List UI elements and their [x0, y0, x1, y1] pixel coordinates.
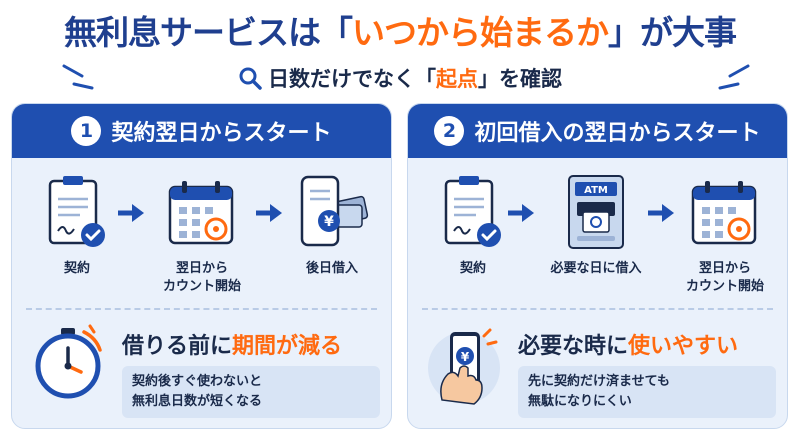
decor-left-lines — [62, 64, 94, 90]
title-open-bracket: 「 — [320, 13, 353, 52]
right-note: 先に契約だけ済ませても無駄になりにくい — [518, 366, 776, 418]
stopwatch-icon — [28, 322, 108, 406]
right-step1-line1: 契約 — [459, 261, 486, 276]
left-panel-number: 1 — [71, 116, 102, 146]
left-note-line2: 無利息日数が短くなる — [132, 394, 263, 409]
right-step3-line2: カウント開始 — [685, 279, 764, 294]
magnifier-icon — [238, 66, 262, 95]
right-note-line2: 無駄になりにくい — [528, 394, 632, 409]
title-part1: 無利息サービスは — [64, 13, 321, 52]
right-benefit-highlight: 使いやすい — [628, 334, 739, 359]
right-step-contract: 契約 — [418, 170, 528, 278]
left-panel-heading: 契約翌日からスタート — [111, 121, 332, 146]
contract-document-icon — [418, 170, 528, 254]
calendar-icon — [670, 170, 780, 254]
left-benefit: 借りる前に期間が減る — [122, 328, 342, 360]
arrow-right-icon — [118, 204, 144, 222]
subtitle-open-bracket: 「 — [415, 67, 436, 91]
left-step2-line1: 翌日から — [175, 261, 228, 276]
left-panel: 1 契約翌日からスタート 契約 — [11, 103, 392, 429]
decor-right-lines — [718, 64, 750, 90]
right-panel-header: 2 初回借入の翌日からスタート — [408, 104, 787, 158]
subtitle-highlight: 起点 — [436, 67, 478, 91]
contract-document-icon — [22, 170, 132, 254]
atm-label: ATM — [584, 185, 608, 196]
right-step3-line1: 翌日から — [698, 261, 751, 276]
right-panel-number: 2 — [434, 116, 465, 146]
title-close-bracket: 」 — [608, 13, 641, 52]
arrow-right-icon — [256, 204, 282, 222]
left-note: 契約後すぐ使わないと無利息日数が短くなる — [122, 366, 380, 418]
left-divider — [26, 308, 377, 310]
left-panel-header: 1 契約翌日からスタート — [12, 104, 391, 158]
left-step-count-start: 翌日からカウント開始 — [147, 170, 257, 296]
left-step3-line1: 後日借入 — [305, 261, 358, 276]
subtitle-close-bracket: 」 — [478, 67, 499, 91]
right-step-borrow: ATM 必要な日に借入 — [536, 170, 656, 278]
left-steps: 契約 翌日からカウント開始 — [12, 170, 391, 300]
phone-money-icon: ¥ — [277, 170, 387, 254]
left-benefit-prefix: 借りる前に — [122, 334, 233, 359]
right-steps: 契約 ATM 必要な日に借入 — [408, 170, 787, 300]
main-title: 無利息サービスは「いつから始まるか」が大事 — [0, 6, 800, 54]
yen-symbol: ¥ — [324, 214, 334, 230]
right-panel-heading: 初回借入の翌日からスタート — [474, 121, 761, 146]
calendar-icon — [147, 170, 257, 254]
subtitle-part2: を確認 — [499, 67, 562, 91]
right-benefit-prefix: 必要な時に — [518, 334, 629, 359]
left-note-line1: 契約後すぐ使わないと — [132, 374, 263, 389]
right-step-count-start: 翌日からカウント開始 — [670, 170, 780, 296]
title-highlight: いつから始まるか — [352, 13, 609, 52]
hand-phone-icon: ¥ — [424, 322, 506, 414]
right-note-line1: 先に契約だけ済ませても — [528, 374, 670, 389]
right-benefit: 必要な時に使いやすい — [518, 328, 738, 360]
left-step-contract: 契約 — [22, 170, 132, 278]
arrow-right-icon — [648, 204, 674, 222]
title-part2: が大事 — [640, 13, 737, 52]
yen-symbol: ¥ — [461, 350, 470, 364]
subtitle-part1: 日数だけでなく — [268, 67, 415, 91]
arrow-right-icon — [508, 204, 534, 222]
atm-icon: ATM — [536, 170, 656, 254]
right-panel: 2 初回借入の翌日からスタート 契約 — [407, 103, 788, 429]
right-step2-line1: 必要な日に借入 — [550, 261, 642, 276]
left-benefit-highlight: 期間が減る — [232, 334, 343, 359]
left-step-later-borrow: ¥ 後日借入 — [277, 170, 387, 278]
left-step1-line1: 契約 — [63, 261, 90, 276]
subtitle: 日数だけでなく「起点」を確認 — [0, 63, 800, 95]
right-divider — [422, 308, 773, 310]
left-step2-line2: カウント開始 — [162, 279, 241, 294]
